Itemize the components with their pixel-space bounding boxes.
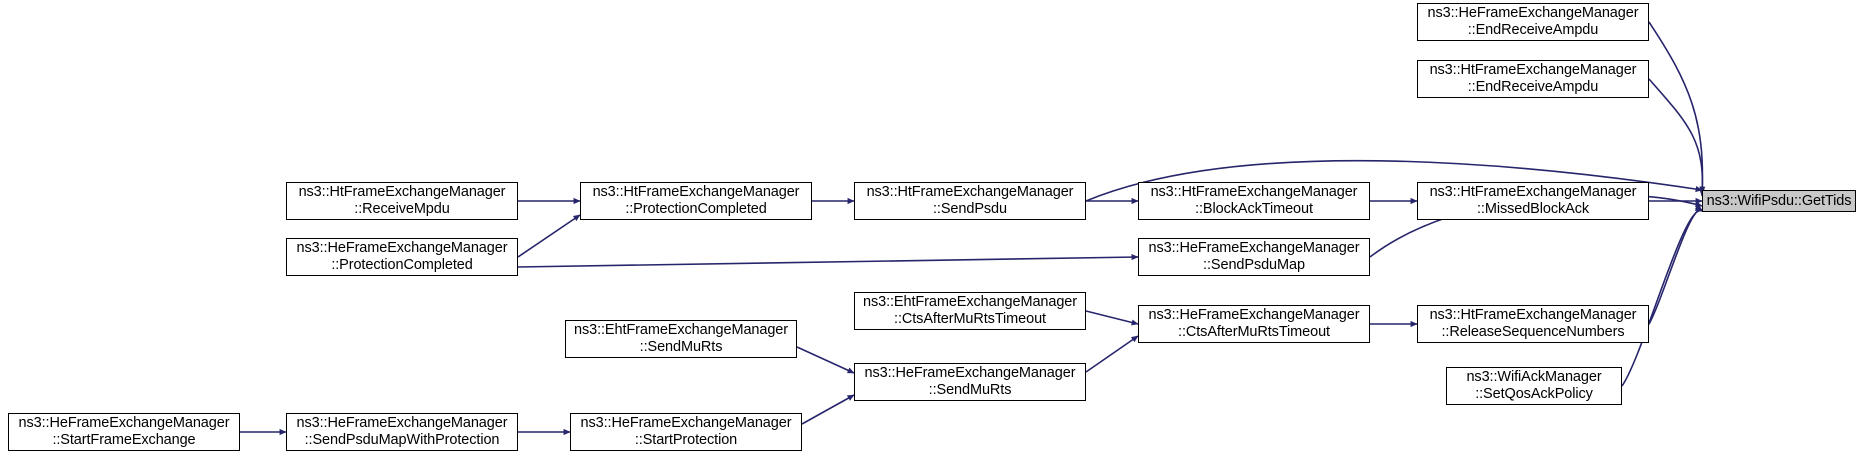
node-label-line1: ns3::HtFrameExchangeManager	[1429, 307, 1637, 323]
node-he_send_psdu_map_with_protection[interactable]: ns3::HeFrameExchangeManager::SendPsduMap…	[286, 413, 518, 451]
node-eht_send_mu_rts[interactable]: ns3::EhtFrameExchangeManager::SendMuRts	[565, 320, 797, 358]
edge-wifi_ack_manager_set_qos_ack_policy-to-wifi_psdu_get_tids	[1621, 205, 1703, 387]
node-label-line1: ns3::EhtFrameExchangeManager	[573, 322, 788, 338]
node-ht_block_ack_timeout[interactable]: ns3::HtFrameExchangeManager::BlockAckTim…	[1138, 182, 1370, 220]
node-ht_receive_mpdu[interactable]: ns3::HtFrameExchangeManager::ReceiveMpdu	[286, 182, 518, 220]
node-label-line1: ns3::HtFrameExchangeManager	[592, 184, 800, 200]
node-label-line1: ns3::HeFrameExchangeManager	[296, 240, 508, 256]
node-ht_release_sequence_numbers[interactable]: ns3::HtFrameExchangeManager::ReleaseSequ…	[1417, 305, 1649, 343]
node-he_start_frame_exchange[interactable]: ns3::HeFrameExchangeManager::StartFrameE…	[8, 413, 240, 451]
node-label-line2: ::SendPsduMap	[1203, 257, 1305, 273]
node-label-line2: ::BlockAckTimeout	[1195, 201, 1313, 217]
node-ht_send_psdu[interactable]: ns3::HtFrameExchangeManager::SendPsdu	[854, 182, 1086, 220]
edge-ht_release_sequence_numbers-to-wifi_psdu_get_tids	[1648, 203, 1703, 325]
node-label-line1: ns3::HtFrameExchangeManager	[1150, 184, 1358, 200]
node-label-line2: ::EndReceiveAmpdu	[1467, 22, 1599, 38]
node-label-line1: ns3::HeFrameExchangeManager	[1148, 240, 1360, 256]
node-he_protection_completed[interactable]: ns3::HeFrameExchangeManager::ProtectionC…	[286, 238, 518, 276]
node-ht_end_receive_ampdu[interactable]: ns3::HtFrameExchangeManager::EndReceiveA…	[1417, 60, 1649, 98]
edge-eht_cts_after_mu_rts_timeout-to-he_cts_after_mu_rts_timeout	[1085, 310, 1139, 326]
node-label-line2: ::SendPsduMapWithProtection	[304, 432, 500, 448]
node-ht_protection_completed[interactable]: ns3::HtFrameExchangeManager::ProtectionC…	[580, 182, 812, 220]
node-label-line2: ::MissedBlockAck	[1476, 201, 1589, 217]
node-label-line1: ns3::HeFrameExchangeManager	[1427, 5, 1639, 21]
node-wifi_ack_manager_set_qos_ack_policy[interactable]: ns3::WifiAckManager::SetQosAckPolicy	[1446, 367, 1622, 405]
edge-he_end_receive_ampdu-to-wifi_psdu_get_tids	[1648, 21, 1706, 194]
node-label-line1: ns3::WifiAckManager	[1466, 369, 1602, 385]
node-label-line2: ::EndReceiveAmpdu	[1467, 79, 1599, 95]
node-label-line1: ns3::HtFrameExchangeManager	[298, 184, 506, 200]
node-label-line2: ::StartProtection	[634, 432, 738, 448]
node-label-line2: ::SendPsdu	[933, 201, 1007, 217]
node-label-line1: ns3::HeFrameExchangeManager	[18, 415, 230, 431]
node-label-line2: ::ProtectionCompleted	[331, 257, 473, 273]
node-label-line2: ::CtsAfterMuRtsTimeout	[1178, 324, 1330, 340]
node-he_end_receive_ampdu[interactable]: ns3::HeFrameExchangeManager::EndReceiveA…	[1417, 3, 1649, 41]
node-he_cts_after_mu_rts_timeout[interactable]: ns3::HeFrameExchangeManager::CtsAfterMuR…	[1138, 305, 1370, 343]
node-label-line2: ::ReleaseSequenceNumbers	[1441, 324, 1625, 340]
edge-he_protection_completed-to-ht_protection_completed	[517, 214, 581, 258]
node-label-line1: ns3::HeFrameExchangeManager	[1148, 307, 1360, 323]
edge-eht_send_mu_rts-to-he_send_mu_rts	[796, 346, 855, 374]
node-ht_missed_block_ack[interactable]: ns3::HtFrameExchangeManager::MissedBlock…	[1417, 182, 1649, 220]
edge-ht_end_receive_ampdu-to-wifi_psdu_get_tids	[1648, 78, 1706, 197]
node-label-line1: ns3::HtFrameExchangeManager	[1429, 184, 1637, 200]
node-label-line2: ::ReceiveMpdu	[354, 201, 450, 217]
node-label-line2: ::CtsAfterMuRtsTimeout	[894, 311, 1046, 327]
node-wifi_psdu_get_tids[interactable]: ns3::WifiPsdu::GetTids	[1702, 190, 1856, 212]
edge-he_send_mu_rts-to-he_cts_after_mu_rts_timeout	[1085, 335, 1139, 373]
node-eht_cts_after_mu_rts_timeout[interactable]: ns3::EhtFrameExchangeManager::CtsAfterMu…	[854, 292, 1086, 330]
node-label-line1: ns3::HeFrameExchangeManager	[864, 365, 1076, 381]
node-label-line1: ns3::WifiPsdu::GetTids	[1706, 193, 1852, 209]
node-label-line2: ::StartFrameExchange	[52, 432, 196, 448]
node-label-line2: ::SetQosAckPolicy	[1475, 386, 1593, 402]
edge-he_start_protection-to-he_send_mu_rts	[801, 394, 855, 425]
node-he_send_psdu_map[interactable]: ns3::HeFrameExchangeManager::SendPsduMap	[1138, 238, 1370, 276]
node-label-line2: ::SendMuRts	[928, 382, 1012, 398]
node-label-line1: ns3::HtFrameExchangeManager	[866, 184, 1074, 200]
node-label-line1: ns3::EhtFrameExchangeManager	[862, 294, 1077, 310]
node-he_send_mu_rts[interactable]: ns3::HeFrameExchangeManager::SendMuRts	[854, 363, 1086, 401]
node-label-line2: ::SendMuRts	[639, 339, 723, 355]
node-he_start_protection[interactable]: ns3::HeFrameExchangeManager::StartProtec…	[570, 413, 802, 451]
node-label-line1: ns3::HeFrameExchangeManager	[580, 415, 792, 431]
node-label-line1: ns3::HeFrameExchangeManager	[296, 415, 508, 431]
node-label-line1: ns3::HtFrameExchangeManager	[1429, 62, 1637, 78]
node-label-line2: ::ProtectionCompleted	[625, 201, 767, 217]
edge-he_protection_completed-to-he_send_psdu_map	[517, 254, 1139, 268]
